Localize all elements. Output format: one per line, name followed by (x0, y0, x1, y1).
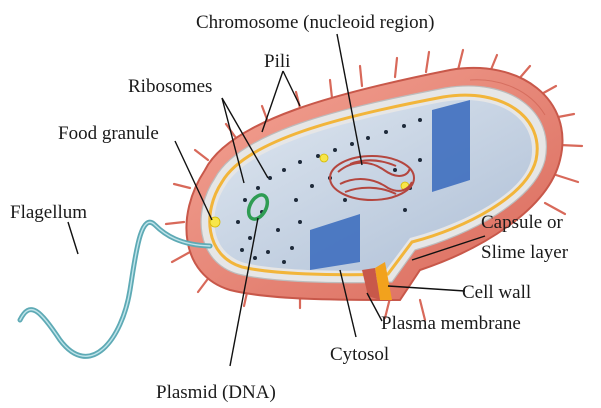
label-capsule-line2: Slime layer (481, 242, 569, 263)
label-food-granule: Food granule (58, 123, 159, 144)
flagellum-filament (20, 222, 210, 356)
label-ribosomes: Ribosomes (128, 76, 212, 97)
label-pili: Pili (264, 51, 290, 72)
cut-face (432, 100, 470, 192)
label-cytosol: Cytosol (330, 344, 389, 365)
label-flagellum: Flagellum (10, 202, 87, 223)
leader-flagellum (68, 222, 78, 254)
label-cell-wall: Cell wall (462, 282, 531, 303)
leader-pili-2 (283, 71, 300, 106)
label-plasma-membrane: Plasma membrane (381, 313, 521, 334)
label-plasmid: Plasmid (DNA) (156, 382, 276, 403)
label-capsule-line1: Capsule or (481, 212, 563, 233)
label-chromosome: Chromosome (nucleoid region) (196, 12, 435, 33)
